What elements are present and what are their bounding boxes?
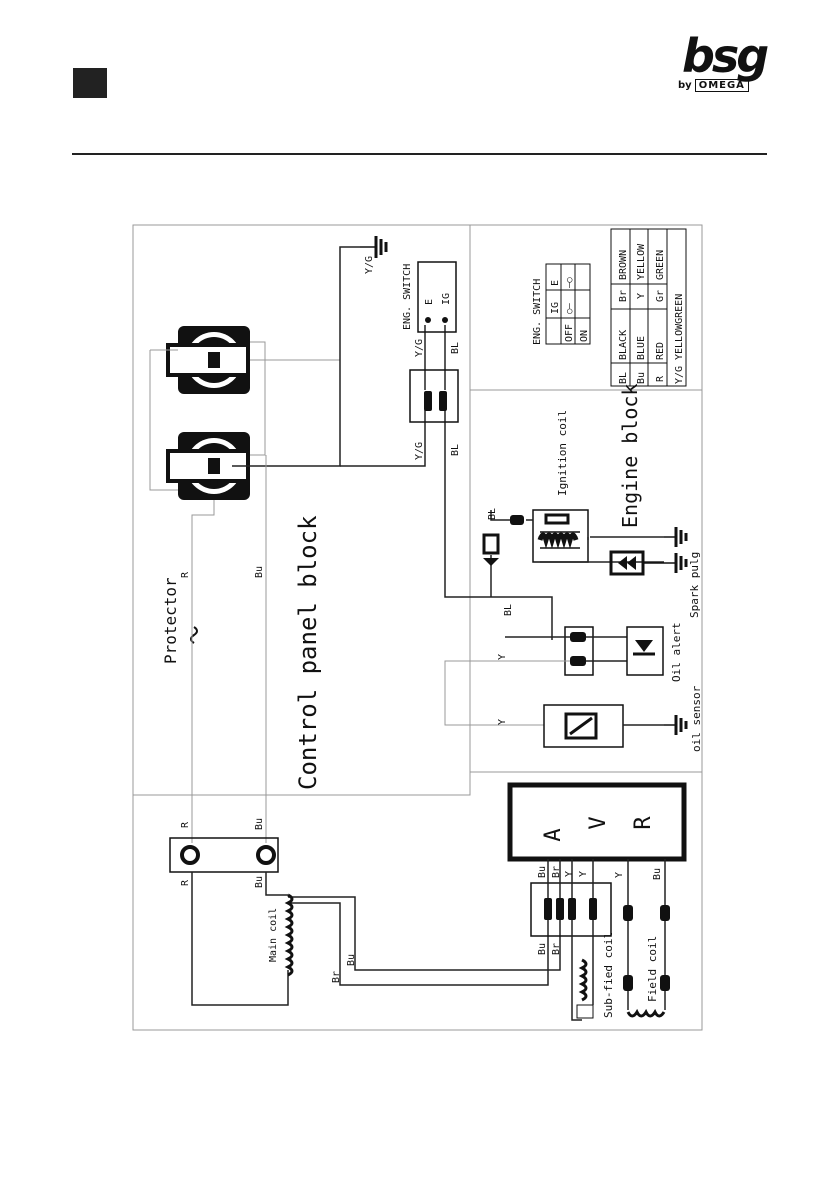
wire-label-r-protector: R: [180, 571, 191, 578]
main-coil-label: Main coil: [268, 908, 279, 962]
wire-label-bl-oil: BL: [503, 604, 514, 616]
logo-omega: OMEGA: [694, 79, 749, 92]
legend-code-yg: Y/G: [674, 366, 685, 384]
wire-label-br-connector: Br: [551, 943, 562, 955]
logo-wordmark: bsg: [682, 29, 769, 83]
wire-label-bu-avr: Bu: [537, 866, 548, 878]
wire-label-r-terminal-top: R: [180, 821, 191, 828]
legend-name-black: BLACK: [618, 330, 629, 360]
avr-box: [507, 782, 687, 862]
color-legend-table: [610, 228, 687, 387]
wire-label-bu-terminal-bottom: Bu: [254, 876, 265, 888]
switch-table-header-e: E: [550, 280, 561, 286]
wire-label-y-avr-1: Y: [564, 871, 575, 877]
wire-label-bl-switch: BL: [450, 342, 461, 354]
legend-name-red: RED: [655, 342, 666, 360]
wire-label-bu-protector: Bu: [254, 566, 265, 578]
avr-connector: [530, 882, 612, 937]
spark-plug-label: Spark pulg: [688, 552, 701, 618]
oil-sensor-box: [543, 704, 624, 748]
switch-table-row-off: OFF: [564, 324, 575, 342]
switch-connector: [409, 369, 459, 423]
wire-label-br-main: Br: [331, 971, 342, 983]
engine-block-label: Engine block: [618, 384, 642, 529]
wire-label-bu-field: Bu: [652, 868, 663, 880]
wire-label-yg-ground: Y/G: [364, 256, 375, 274]
avr-letter-r: R: [631, 816, 656, 830]
switch-table-off-ig: ○—: [565, 303, 575, 314]
eng-switch-box: [417, 261, 457, 333]
engine-block-frame: [469, 389, 703, 773]
ground-symbol-spark: [643, 553, 688, 573]
field-coil-label: Field coil: [646, 936, 659, 1002]
wire-label-y-oil-sensor: Y: [497, 719, 508, 725]
wire-label-br-avr: Br: [551, 866, 562, 878]
ground-symbol-ignition: [664, 527, 688, 547]
wire-label-bu-connector: Bu: [537, 943, 548, 955]
wire-label-y-oil-alert: Y: [497, 654, 508, 660]
switch-table-off-e: —○: [565, 277, 575, 288]
ground-symbol-oil-sensor: [664, 715, 688, 735]
page-marker-box: [73, 68, 107, 98]
wire-label-y-avr-2: Y: [578, 871, 589, 877]
switch-truth-table: [545, 263, 591, 345]
oil-alert-connector: [564, 626, 594, 676]
outlet-socket-top: [166, 326, 250, 394]
switch-terminal-ig: IG: [441, 293, 452, 305]
oil-alert-lamp: [626, 626, 664, 676]
legend-code-br: Br: [618, 290, 629, 302]
wire-label-bl-connector: BL: [450, 444, 461, 456]
terminal-block: [169, 837, 279, 873]
ignition-coil-label: Ignition coil: [556, 410, 569, 496]
wire-label-bu-terminal-top: Bu: [254, 818, 265, 830]
switch-table-header-ig: IG: [550, 302, 561, 314]
switch-table-row-on: ON: [579, 330, 590, 342]
logo-by: by: [678, 80, 692, 91]
legend-code-r: R: [655, 375, 666, 382]
field-coil-symbol: [626, 1008, 666, 1018]
legend-name-blue: BLUE: [636, 336, 647, 360]
oil-alert-label: Oil alert: [670, 622, 683, 682]
control-panel-block-label: Control panel block: [294, 515, 322, 790]
main-coil-symbol: [284, 893, 294, 977]
protector-label: Protector: [161, 577, 180, 664]
sub-field-coil-symbol: [578, 958, 588, 1002]
avr-letter-a: A: [541, 828, 566, 841]
legend-code-bl: BL: [618, 372, 629, 384]
wire-label-r-terminal-bottom: R: [180, 879, 191, 886]
wire-label-bu-main: Bu: [346, 954, 357, 966]
oil-sensor-label: oil sensor: [690, 685, 703, 752]
legend-name-yellow: YELLOW: [636, 243, 647, 280]
sub-field-coil-label: Sub-fied coil: [602, 932, 615, 1018]
switch-table-title: ENG. SWITCH: [532, 279, 543, 345]
legend-name-green: GREEN: [655, 250, 666, 280]
eng-switch-label: ENG. SWITCH: [402, 264, 413, 330]
avr-letter-v: V: [586, 816, 611, 829]
wire-label-yg-switch: Y/G: [414, 339, 425, 357]
wire-label-bl-ignition: BL: [487, 508, 498, 520]
legend-code-gr: Gr: [655, 290, 666, 302]
header-rule: [72, 153, 767, 155]
wire-label-y-field: Y: [614, 872, 625, 878]
wire-label-yg-connector: Y/G: [414, 442, 425, 460]
legend-code-bu: Bu: [636, 372, 647, 384]
ground-symbol-top: [360, 236, 388, 258]
legend-name-yellowgreen: YELLOWGREEN: [674, 294, 685, 360]
legend-name-brown: BROWN: [618, 250, 629, 280]
legend-code-y: Y: [636, 293, 647, 299]
switch-terminal-e: E: [424, 299, 435, 305]
